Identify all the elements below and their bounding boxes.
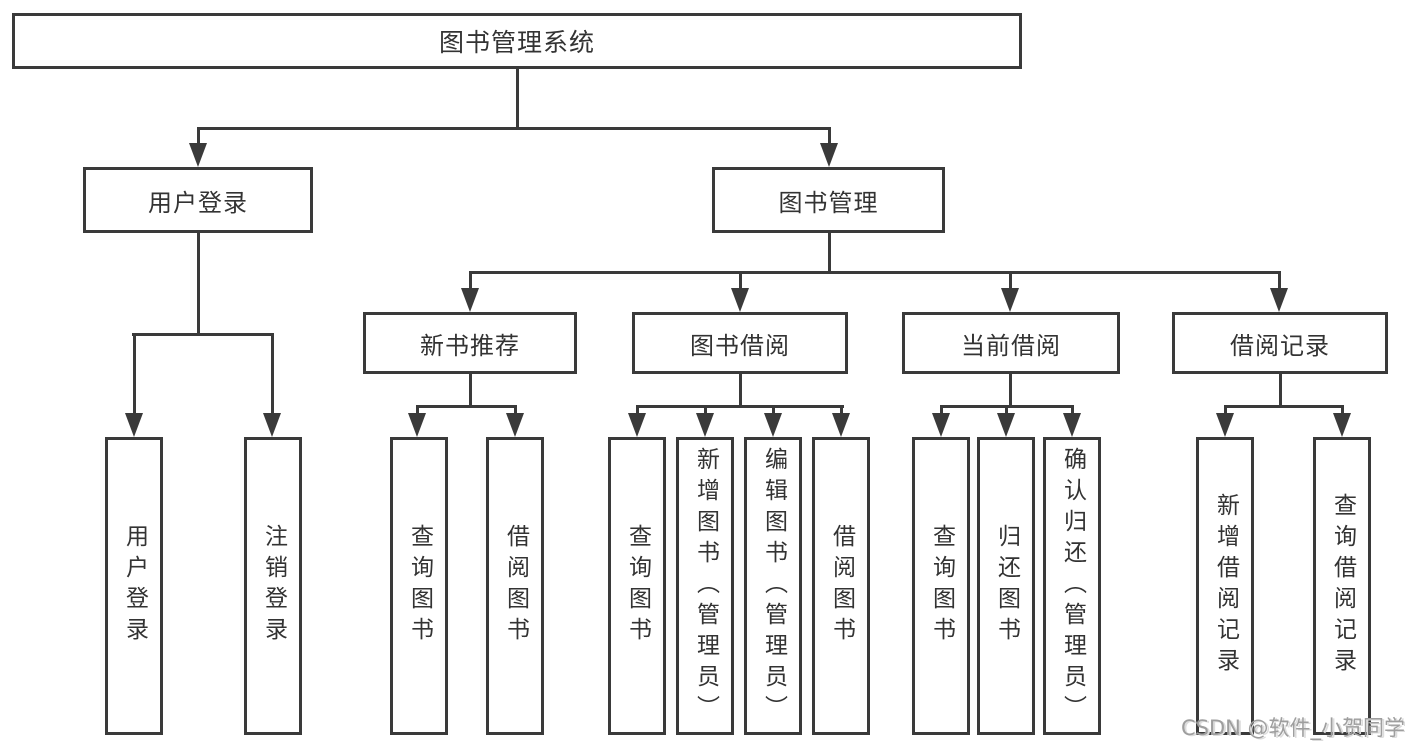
leaf-query-borrow-record: 查询借阅记录 [1313,437,1371,735]
connector-stem [1279,374,1282,407]
connector-branch [636,405,844,408]
arrowhead [506,413,524,437]
leaf-borrow-books: 借阅图书 [812,437,870,735]
leaf-add-borrow-record: 新增借阅记录 [1196,437,1254,735]
node-label: 当前借阅 [961,331,1061,360]
node-library-management-system: 图书管理系统 [12,13,1022,69]
node-current-borrowing: 当前借阅 [902,312,1120,374]
leaf-edit-book-admin: 编辑图书（管理员） [744,437,802,735]
arrowhead [628,413,646,437]
connector-line [772,405,775,417]
connector-line [1224,405,1227,417]
arrowhead [731,288,749,312]
node-user-login: 用户登录 [83,167,313,233]
leaf-label: 确认归还（管理员） [1059,446,1086,726]
connector-line [271,333,274,413]
connector-branch [1224,405,1343,408]
connector-line [416,405,419,417]
node-label: 用户登录 [148,188,248,217]
arrowhead [820,143,838,167]
leaf-add-book-admin: 新增图书（管理员） [676,437,734,735]
leaf-label: 查询图书 [406,524,433,648]
connector-stem [469,374,472,407]
leaf-borrow-books-recommend: 借阅图书 [486,437,544,735]
arrowhead [1001,288,1019,312]
connector-line [469,271,472,290]
arrowhead [1270,288,1288,312]
leaf-confirm-return-admin: 确认归还（管理员） [1043,437,1101,735]
arrowhead [263,413,281,437]
leaf-query-books-recommend: 查询图书 [390,437,448,735]
connector-root-stem [516,69,519,129]
leaf-label: 新增图书（管理员） [692,446,719,726]
arrowhead [832,413,850,437]
connector-book-mgmt-stem [828,233,831,273]
connector-user-login-branch [132,333,274,336]
connector-line [514,405,517,417]
node-new-book-recommendation: 新书推荐 [363,312,577,374]
csdn-watermark: CSDN @软件_小贺同学 [1181,716,1405,740]
connector-book-mgmt-branch [469,271,1281,274]
leaf-label: 查询图书 [928,524,955,648]
arrowhead [189,143,207,167]
arrowhead [1063,413,1081,437]
arrowhead [1333,413,1351,437]
connector-line [940,405,943,417]
connector-root-branch [197,127,831,130]
arrowhead [1216,413,1234,437]
connector-line [739,271,742,290]
connector-user-login-stem [197,233,200,336]
node-book-borrowing: 图书借阅 [632,312,848,374]
arrowhead [932,413,950,437]
connector-line [1005,405,1008,417]
leaf-label: 新增借阅记录 [1212,493,1239,679]
leaf-label: 用户登录 [121,524,148,648]
leaf-label: 注销登录 [260,524,287,648]
leaf-label: 查询借阅记录 [1329,493,1356,679]
arrowhead [764,413,782,437]
node-label: 借阅记录 [1230,331,1330,360]
connector-line [1071,405,1074,417]
connector-line [636,405,639,417]
leaf-query-books-borrowing: 查询图书 [608,437,666,735]
node-label: 图书管理 [778,188,879,217]
leaf-label: 编辑图书（管理员） [760,446,787,726]
connector-line [1009,271,1012,290]
arrowhead [408,413,426,437]
arrowhead [997,413,1015,437]
arrowhead [125,413,143,437]
leaf-logout: 注销登录 [244,437,302,735]
connector-line [133,333,136,413]
leaf-label: 归还图书 [993,524,1020,648]
connector-stem [739,374,742,407]
leaf-label: 查询图书 [624,524,651,648]
node-label: 图书借阅 [690,331,790,360]
connector-line [197,127,200,143]
leaf-return-books: 归还图书 [977,437,1035,735]
connector-line [704,405,707,417]
node-label: 新书推荐 [420,331,520,360]
connector-line [1341,405,1344,417]
arrowhead [461,288,479,312]
leaf-query-books-current: 查询图书 [912,437,970,735]
connector-stem [1009,374,1012,407]
connector-branch [416,405,517,408]
leaf-user-login: 用户登录 [105,437,163,735]
leaf-label: 借阅图书 [502,524,529,648]
arrowhead [696,413,714,437]
node-borrowing-records: 借阅记录 [1172,312,1388,374]
connector-line [828,127,831,143]
node-label: 图书管理系统 [438,28,595,57]
leaf-label: 借阅图书 [828,524,855,648]
node-book-management: 图书管理 [712,167,945,233]
connector-line [1278,271,1281,290]
connector-line [840,405,843,417]
